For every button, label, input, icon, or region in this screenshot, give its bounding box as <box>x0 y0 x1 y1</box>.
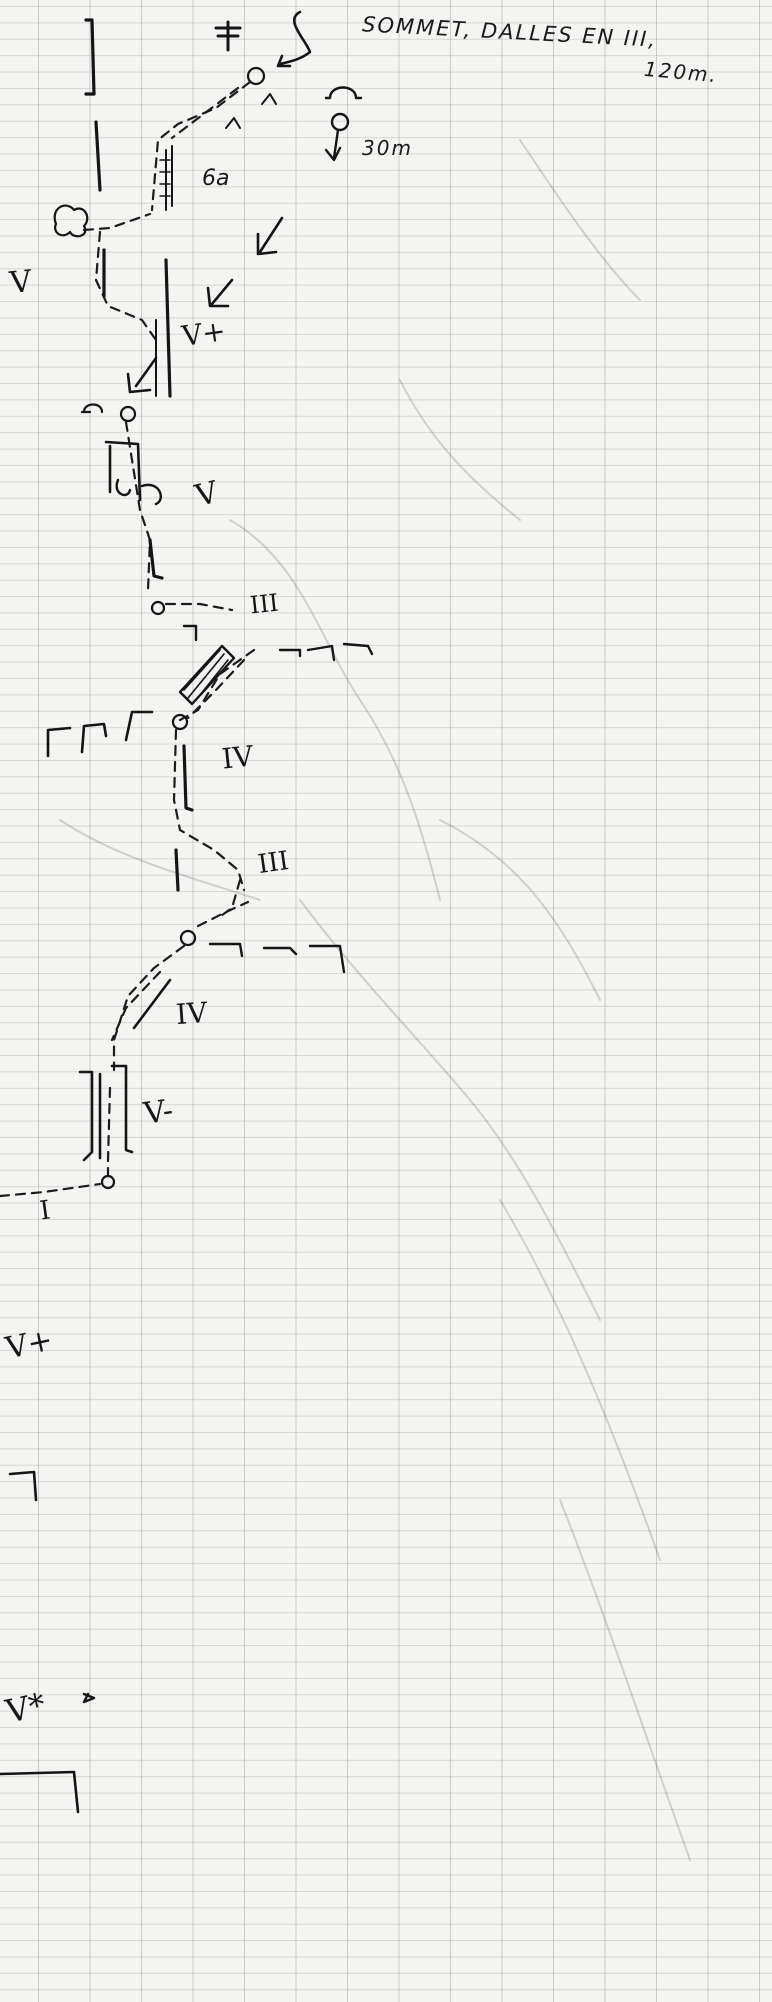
tree-icon <box>55 206 88 237</box>
grade-v-plus-upper: V+ <box>180 317 227 351</box>
top-bracket-line <box>86 20 94 94</box>
summit-note-line2: 120m. <box>643 59 718 85</box>
grade-v-left: V <box>8 267 33 299</box>
belay-station-icon-2 <box>152 602 164 614</box>
rappel-mid-icon <box>82 405 102 413</box>
grade-v-star: V* <box>3 1688 48 1727</box>
arrow-icon <box>258 218 282 254</box>
roof-brackets <box>48 712 152 756</box>
pitch-v-minus-brackets <box>80 1066 132 1160</box>
summit-arrow-icon <box>278 12 310 66</box>
pitch-v-plus-line <box>166 260 170 396</box>
grade-6a: 6a <box>202 168 229 190</box>
summit-cross-icon <box>216 22 240 50</box>
grade-iii-lower: III <box>256 848 290 878</box>
grade-v-minus: V- <box>142 1096 175 1130</box>
grade-iv-upper: IV <box>221 742 255 773</box>
grade-iii-upper: III <box>249 591 280 618</box>
rappel-symbol-icon <box>326 88 361 161</box>
left-wall-line <box>96 122 100 190</box>
rappel-distance: 30m <box>362 138 413 158</box>
grade-iv-lower: IV <box>175 999 208 1029</box>
